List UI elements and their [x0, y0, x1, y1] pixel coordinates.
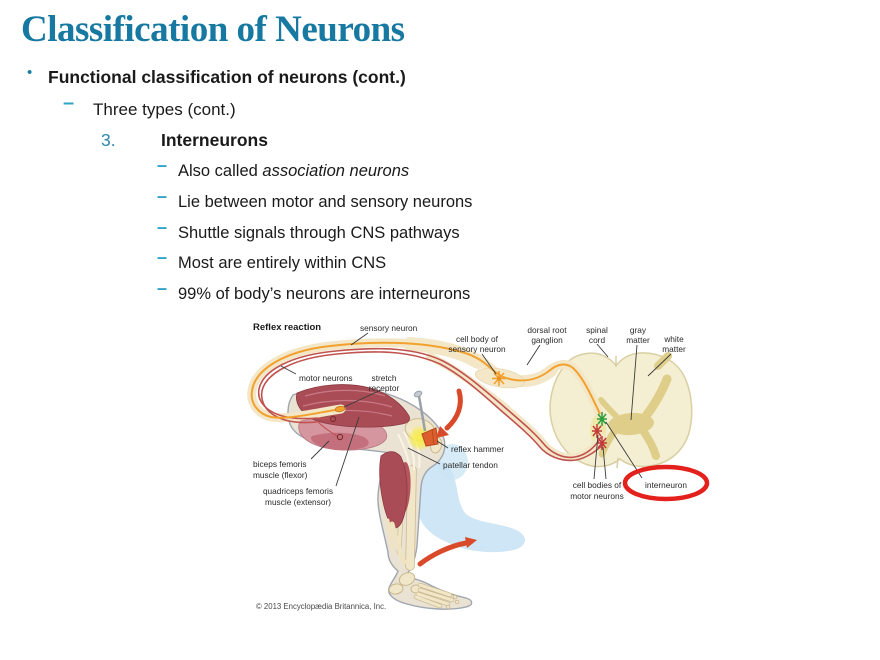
label-interneuron: interneuron — [645, 480, 687, 490]
sensory-neuron-fiber — [250, 341, 601, 419]
label-spinal-cord-2: cord — [589, 335, 606, 345]
page-title: Classification of Neurons — [21, 9, 405, 50]
interneuron-star-icon — [597, 412, 607, 426]
label-spinal-cord-1: spinal — [586, 325, 608, 335]
label-gray-matter-2: matter — [626, 335, 650, 345]
dash-bullet-icon: – — [157, 247, 168, 267]
dash-bullet-icon: – — [63, 92, 75, 114]
label-stretch-1: stretch — [372, 373, 397, 383]
label-pointer-lines — [280, 332, 672, 487]
label-biceps-1: biceps femoris — [253, 459, 307, 469]
strike-arrow-icon — [436, 388, 463, 438]
thigh-muscles-illustration — [296, 384, 410, 451]
label-gray-matter-1: gray — [630, 325, 647, 335]
dash-bullet-icon: – — [157, 155, 168, 175]
label-stretch-2: receptor — [369, 383, 400, 393]
sub-bullet-1-italic-term: association neurons — [262, 162, 410, 180]
label-dorsal-root-1: dorsal root — [527, 325, 567, 335]
dash-bullet-icon: – — [157, 278, 168, 298]
sub-bullet-3: Shuttle signals through CNS pathways — [178, 224, 460, 242]
sub-bullet-2: Lie between motor and sensory neurons — [178, 193, 473, 211]
dash-bullet-icon: – — [157, 217, 168, 237]
label-cell-body-2: sensory neuron — [448, 344, 506, 354]
foot-bones-illustration — [388, 572, 460, 610]
sub-bullet-1-prefix: Also called — [178, 162, 263, 180]
label-motor-neurons: motor neurons — [299, 373, 353, 383]
label-quadriceps-1: quadriceps femoris — [263, 486, 333, 496]
label-patellar-tendon: patellar tendon — [443, 460, 498, 470]
label-biceps-2: muscle (flexor) — [253, 470, 308, 480]
dash-bullet-icon: – — [157, 186, 168, 206]
sub-bullet-5: 99% of body’s neurons are interneurons — [178, 285, 471, 303]
label-quadriceps-2: muscle (extensor) — [265, 497, 331, 507]
diagram-heading: Reflex reaction — [253, 322, 321, 333]
label-cell-bodies-2: motor neurons — [570, 491, 624, 501]
motor-end-plate-icon — [336, 433, 344, 441]
kick-arrow-icon — [417, 537, 477, 567]
bullet-level1: Functional classification of neurons (co… — [48, 67, 406, 87]
motor-cell-body-star-icons — [592, 424, 607, 450]
list-heading: Interneurons — [161, 130, 268, 150]
copyright-credit: © 2013 Encyclopædia Britannica, Inc. — [256, 602, 386, 611]
stretch-receptor-icon — [334, 405, 346, 413]
motor-end-plate-icon — [329, 415, 337, 423]
label-white-matter-1: white — [663, 334, 684, 344]
label-reflex-hammer: reflex hammer — [451, 444, 504, 454]
bullet-dot-icon: • — [27, 64, 33, 81]
sub-bullet-4: Most are entirely within CNS — [178, 254, 387, 272]
interneuron-highlight-oval — [622, 464, 710, 502]
list-number: 3. — [101, 130, 116, 150]
label-sensory-neuron: sensory neuron — [360, 323, 418, 333]
sub-bullet-1: Also called association neurons — [178, 162, 409, 181]
gray-matter-shape — [598, 352, 672, 460]
label-dorsal-root-2: ganglion — [531, 335, 563, 345]
bullet-level2: Three types (cont.) — [93, 100, 236, 119]
label-white-matter-2: matter — [662, 344, 686, 354]
motor-neuron-fibers — [257, 347, 605, 462]
sensory-cell-body-star-icon — [492, 371, 506, 386]
label-cell-bodies-1: cell bodies of — [573, 480, 622, 490]
calf-muscle-illustration — [379, 451, 411, 565]
label-cell-body-1: cell body of — [456, 334, 499, 344]
reflex-arc-figure: Reflex reaction sensory neuron cell body… — [247, 322, 710, 611]
reflex-hammer-illustration — [407, 390, 439, 451]
